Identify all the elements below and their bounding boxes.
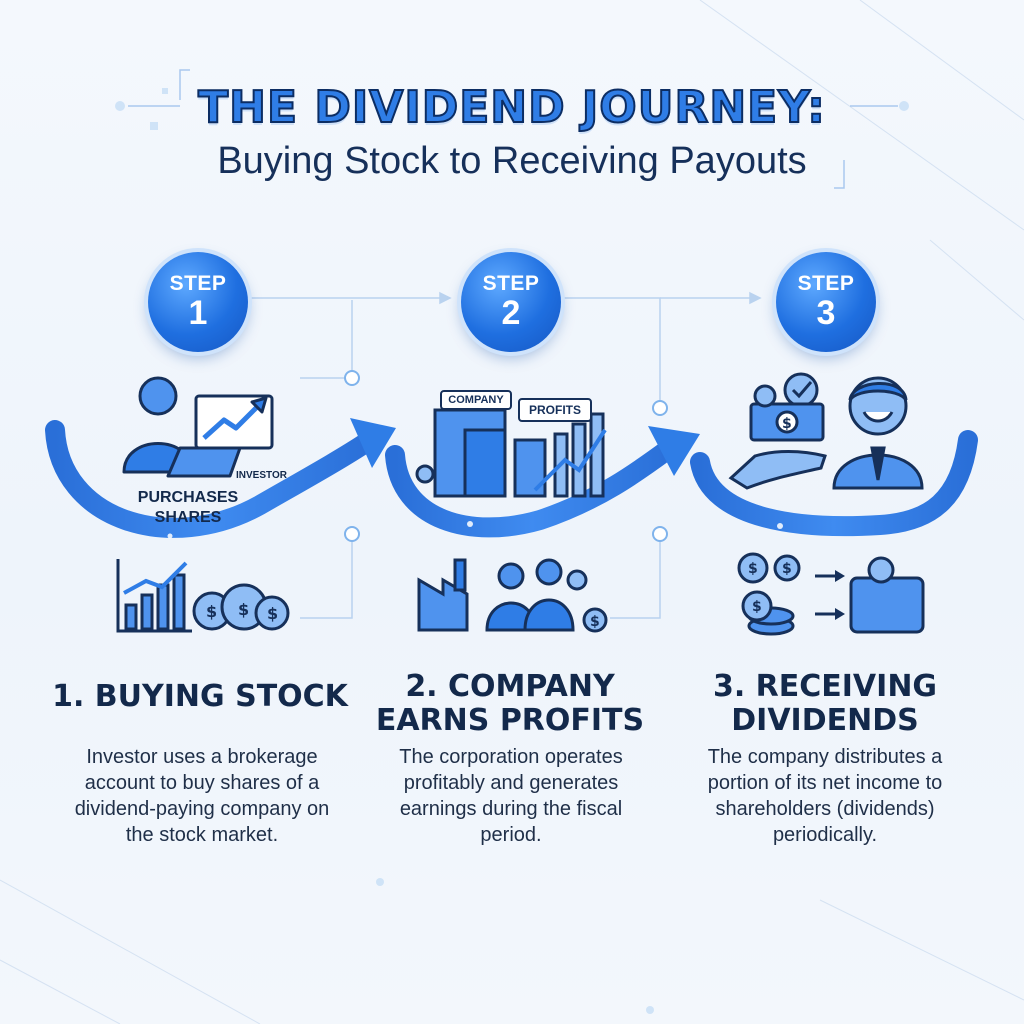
step-badge-number: 2	[501, 294, 521, 332]
svg-text:$: $	[782, 416, 792, 432]
coins-to-wallet-icon: $ $ $	[737, 552, 925, 636]
growth-chart-money-bags-icon: $ $ $	[116, 559, 290, 633]
purchases-shares-caption: PURCHASES SHARES	[137, 489, 239, 526]
step-3-heading: 3. RECEIVING DIVIDENDS	[712, 669, 938, 738]
svg-text:$: $	[590, 614, 600, 630]
page-title: THE DIVIDEND JOURNEY:	[197, 81, 826, 134]
step-2-badge: STEP 2	[461, 252, 561, 352]
svg-text:$: $	[782, 561, 792, 577]
svg-text:$: $	[748, 561, 758, 577]
factory-team-icon: $	[417, 558, 608, 633]
step-3-badge: STEP 3	[776, 252, 876, 352]
step-1-heading: 1. BUYING STOCK	[52, 679, 348, 714]
profits-sign: PROFITS	[518, 398, 592, 422]
step-2-description: The corporation operates profitably and …	[399, 746, 623, 846]
step-badge-label: STEP	[797, 272, 855, 295]
company-building-icon	[415, 408, 607, 498]
step-badge-number: 3	[816, 294, 836, 332]
investor-caption: INVESTOR	[236, 470, 287, 481]
svg-text:$: $	[206, 602, 217, 621]
company-sign: COMPANY	[440, 390, 512, 410]
step-badge-label: STEP	[482, 272, 540, 295]
step-badge-label: STEP	[169, 272, 227, 295]
svg-text:$: $	[238, 600, 249, 619]
page-subtitle: Buying Stock to Receiving Payouts	[217, 140, 807, 182]
step-badge-number: 1	[188, 294, 208, 332]
step-1-description: Investor uses a brokerage account to buy…	[74, 746, 330, 846]
step-1-badge: STEP 1	[148, 252, 248, 352]
hand-cash-icon: $	[728, 372, 827, 490]
svg-text:$: $	[267, 604, 278, 623]
step-2-heading: 2. COMPANY EARNS PROFITS	[375, 669, 645, 738]
svg-text:$: $	[752, 599, 762, 615]
investor-laptop-icon	[122, 376, 274, 478]
happy-shareholder-icon	[832, 376, 924, 490]
step-3-description: The company distributes a portion of its…	[707, 746, 943, 846]
